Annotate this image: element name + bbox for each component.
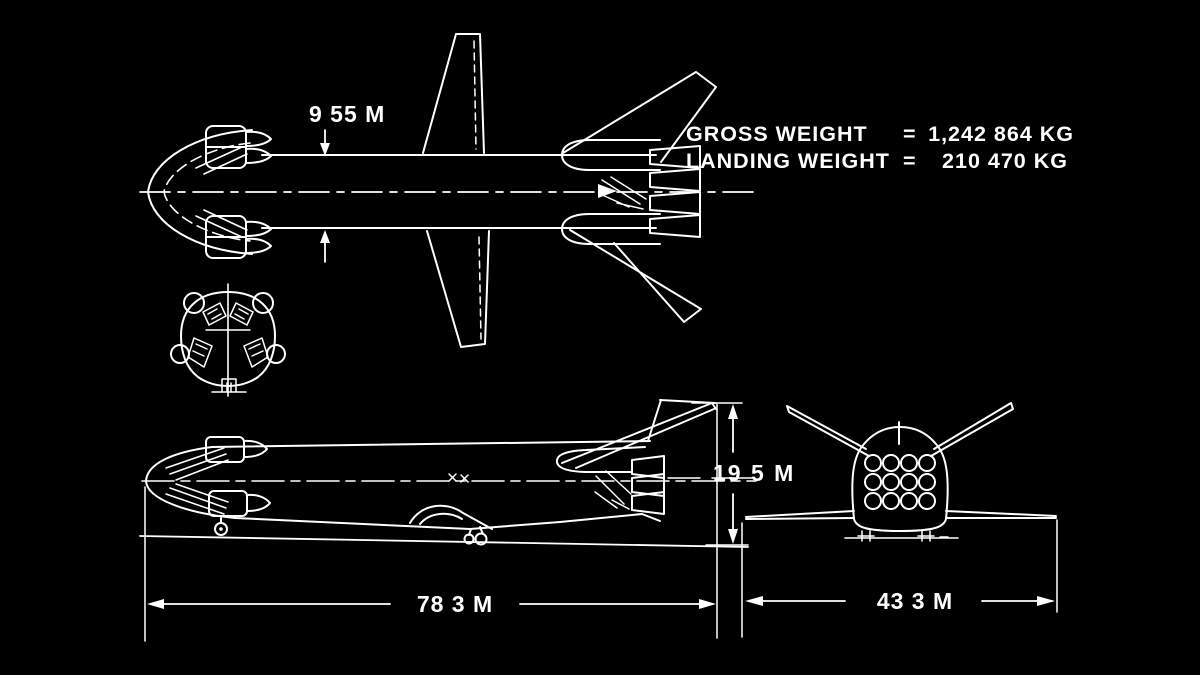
section-pod-circle bbox=[170, 344, 190, 364]
length-dimension-label: 78 3 M bbox=[417, 591, 493, 617]
landing-weight-equals: = bbox=[903, 149, 916, 173]
landing-weight-value: 210 470 KG bbox=[942, 149, 1068, 173]
mid-fin-bottom bbox=[426, 230, 490, 348]
rear-main-wing bbox=[745, 510, 1057, 520]
gear-datum-symbol bbox=[211, 378, 247, 393]
side-nose-outline bbox=[145, 446, 236, 519]
nose-outline bbox=[147, 129, 253, 255]
rear-fairing-top bbox=[561, 139, 661, 171]
side-pod-lower bbox=[208, 490, 248, 517]
labels: 9 55 M GROSS WEIGHT = 1,242 864 KG LANDI… bbox=[309, 101, 1074, 617]
fuselage-section-outline bbox=[180, 291, 276, 387]
belly-fairing bbox=[409, 504, 493, 530]
side-wing bbox=[561, 402, 717, 469]
side-pod-upper bbox=[205, 436, 245, 463]
rear-view-drawing bbox=[745, 402, 1057, 542]
main-gear-wheel bbox=[474, 532, 488, 546]
rear-vee-wing-left bbox=[786, 405, 870, 457]
span-dimension-label: 43 3 M bbox=[877, 588, 953, 614]
nose-gear-wheel bbox=[214, 522, 228, 536]
engine-nozzle-cluster bbox=[649, 145, 701, 238]
rear-wing-bottom bbox=[569, 229, 702, 323]
rear-body-outline bbox=[851, 426, 949, 532]
side-engine-nozzles bbox=[631, 455, 665, 515]
inlet-hatch-bottom bbox=[195, 209, 248, 238]
side-view-drawing bbox=[139, 399, 757, 548]
gross-weight-label: GROSS WEIGHT bbox=[686, 122, 868, 146]
section-pod-circle bbox=[183, 292, 205, 314]
body-width-dimension-label: 9 55 M bbox=[309, 101, 385, 127]
rear-gear-symbols bbox=[857, 530, 949, 542]
rear-nozzle-grid bbox=[864, 454, 936, 510]
gross-weight-equals: = bbox=[903, 122, 916, 146]
height-dimension-label: 19 5 M bbox=[713, 460, 795, 486]
landing-weight-label: LANDING WEIGHT bbox=[686, 149, 890, 173]
dimension-annotations bbox=[144, 402, 1058, 642]
inlet-hatch-top bbox=[195, 146, 248, 175]
ground-line bbox=[139, 535, 749, 548]
section-pod-circle bbox=[252, 292, 274, 314]
rear-fairing-bottom bbox=[561, 213, 661, 245]
datum-marks bbox=[448, 473, 469, 483]
rear-vee-wing-right bbox=[930, 402, 1014, 457]
main-gear-wheel bbox=[463, 533, 475, 545]
mid-fin-top bbox=[422, 33, 485, 154]
cross-section-drawing bbox=[170, 283, 286, 397]
rear-wing-top bbox=[562, 71, 717, 163]
top-view-drawing bbox=[139, 33, 756, 348]
section-pod-circle bbox=[266, 344, 286, 364]
gross-weight-value: 1,242 864 KG bbox=[928, 122, 1074, 146]
